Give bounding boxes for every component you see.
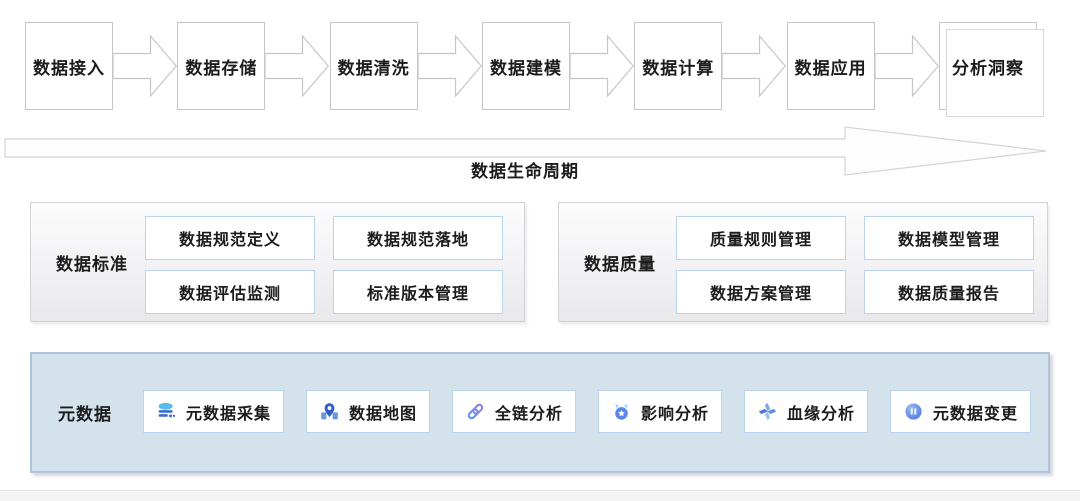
lineage-pinwheel-icon	[758, 402, 777, 421]
metadata-item-label: 元数据采集	[186, 405, 272, 423]
lineage-analysis-box: 血缘分析	[743, 390, 868, 433]
flow-step-label: 数据接入	[33, 58, 105, 78]
data-quality-grid: 质量规则管理 数据模型管理 数据方案管理 数据质量报告	[676, 216, 1034, 314]
flow-arrow-icon	[417, 22, 482, 110]
data-quality-title: 数据质量	[584, 254, 656, 274]
data-model-management-box: 数据模型管理	[864, 216, 1034, 260]
metadata-items-row: 元数据采集 数据地图 全链分析	[143, 390, 1031, 433]
metadata-item-label: 全链分析	[494, 405, 563, 423]
metadata-collection-box: 元数据采集	[143, 390, 285, 433]
flow-step-label: 数据计算	[642, 58, 715, 78]
bottom-edge-strip	[0, 490, 1080, 501]
data-spec-definition-box: 数据规范定义	[145, 216, 315, 260]
data-standards-grid: 数据规范定义 数据规范落地 数据评估监测 标准版本管理	[145, 216, 503, 314]
metadata-item-label: 数据地图	[348, 405, 417, 423]
change-circle-icon	[905, 403, 922, 420]
lifecycle-label: 数据生命周期	[471, 162, 579, 181]
lifecycle-arrow-icon	[0, 120, 1080, 180]
flow-arrow-icon	[569, 22, 634, 110]
flow-step-data-application: 数据应用	[786, 22, 875, 110]
flow-arrow-icon	[722, 22, 786, 110]
map-pin-icon	[321, 403, 338, 420]
data-spec-implementation-box: 数据规范落地	[333, 216, 503, 260]
impact-analysis-box: 影响分析	[597, 390, 722, 433]
database-icon	[158, 402, 176, 418]
metadata-item-label: 血缘分析	[786, 405, 855, 423]
data-quality-report-box: 数据质量报告	[864, 270, 1034, 314]
flow-step-label: 数据应用	[794, 58, 867, 78]
metadata-item-label: 元数据变更	[932, 405, 1018, 423]
flow-step-label: 数据清洗	[337, 58, 410, 78]
metadata-item-label: 影响分析	[640, 405, 709, 423]
flow-arrow-icon	[113, 22, 177, 110]
flow-arrow-icon	[874, 22, 939, 110]
metadata-panel: 元数据 元数据采集 数据地图	[30, 352, 1050, 473]
impact-badge-icon	[615, 403, 628, 420]
full-chain-analysis-box: 全链分析	[451, 390, 576, 433]
flow-step-data-computing: 数据计算	[634, 22, 723, 110]
flow-step-data-ingestion: 数据接入	[25, 22, 113, 110]
data-map-box: 数据地图	[305, 390, 430, 433]
flow-step-data-storage: 数据存储	[177, 22, 266, 110]
data-quality-panel: 数据质量 质量规则管理 数据模型管理 数据方案管理 数据质量报告	[558, 202, 1048, 322]
standard-version-management-box: 标准版本管理	[333, 270, 503, 314]
flow-step-label: 分析洞察	[951, 58, 1024, 78]
flow-step-data-modeling: 数据建模	[481, 22, 570, 110]
flow-step-label: 数据建模	[489, 58, 562, 78]
flow-step-analysis-insight: 分析洞察	[938, 22, 1044, 117]
data-standards-title: 数据标准	[56, 254, 128, 274]
data-evaluation-monitoring-box: 数据评估监测	[145, 270, 315, 314]
metadata-change-box: 元数据变更	[889, 390, 1031, 433]
quality-rule-management-box: 质量规则管理	[676, 216, 846, 260]
flow-arrow-icon	[265, 22, 329, 110]
data-standards-panel: 数据标准 数据规范定义 数据规范落地 数据评估监测 标准版本管理	[30, 202, 525, 322]
flow-step-data-cleansing: 数据清洗	[329, 22, 418, 110]
chain-link-icon	[467, 403, 484, 420]
metadata-title: 元数据	[58, 405, 112, 424]
process-flow-row: 数据接入 数据存储 数据清洗 数据建模 数据计算 数据应用 分析洞察	[25, 22, 1044, 117]
flow-step-label: 数据存储	[185, 58, 258, 78]
data-plan-management-box: 数据方案管理	[676, 270, 846, 314]
